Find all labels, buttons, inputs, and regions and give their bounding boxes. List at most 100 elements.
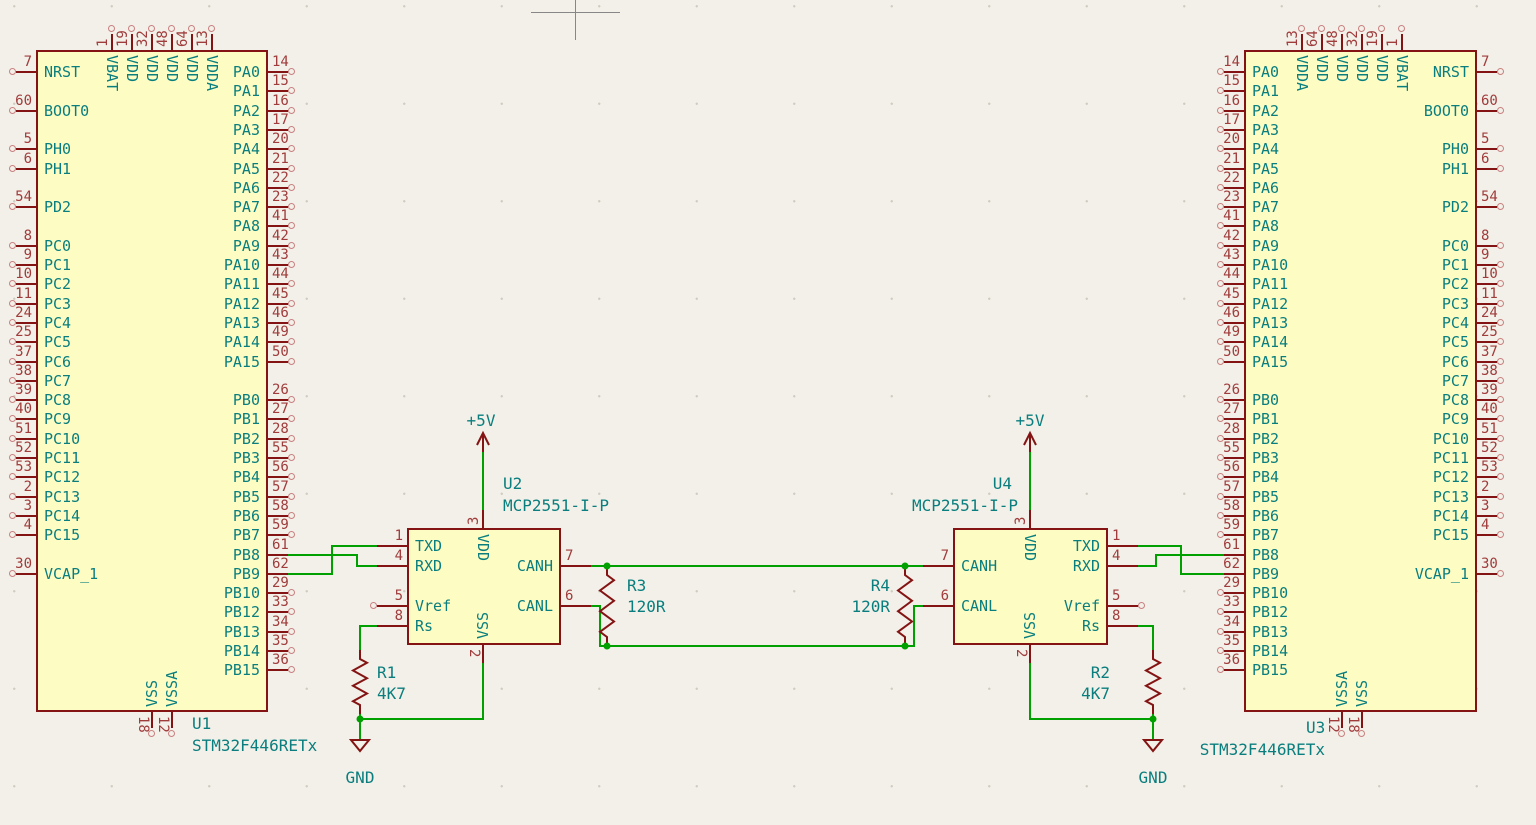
pin-VSS[interactable]: [1029, 645, 1031, 663]
pin-PB8[interactable]: [1224, 554, 1244, 556]
pin-PA12[interactable]: [268, 303, 288, 305]
pin-PA8[interactable]: [1224, 225, 1244, 227]
pin-PD2[interactable]: [1477, 206, 1497, 208]
r2-reference[interactable]: R2: [1090, 663, 1110, 682]
pin-PC11[interactable]: [16, 457, 36, 459]
pin-PC3[interactable]: [1477, 303, 1497, 305]
pin-PA15[interactable]: [268, 361, 288, 363]
pin-PB5[interactable]: [268, 496, 288, 498]
pin-PD2[interactable]: [16, 206, 36, 208]
pin-PC5[interactable]: [16, 341, 36, 343]
pin-PA3[interactable]: [1224, 129, 1244, 131]
u4-value[interactable]: MCP2551-I-P: [912, 496, 1018, 515]
u2-reference[interactable]: U2: [503, 474, 523, 493]
pin-PA13[interactable]: [1224, 322, 1244, 324]
u2-value[interactable]: MCP2551-I-P: [503, 496, 609, 515]
wire-u2-rs-to-r1[interactable]: [359, 625, 377, 650]
resistor-r1[interactable]: [350, 650, 370, 714]
wire-u4-rs-to-r2[interactable]: [1138, 625, 1154, 650]
pin-PB6[interactable]: [268, 515, 288, 517]
pin-PA10[interactable]: [1224, 264, 1244, 266]
pin-VDD[interactable]: [151, 34, 153, 50]
wire-canl-bus[interactable]: [591, 605, 923, 647]
ic-body[interactable]: [407, 528, 561, 645]
pin-VDD[interactable]: [1361, 34, 1363, 50]
pin-PC15[interactable]: [16, 534, 36, 536]
pin-PA1[interactable]: [1224, 90, 1244, 92]
pin-PB10[interactable]: [268, 592, 288, 594]
ic-body[interactable]: [953, 528, 1108, 645]
resistor-r2[interactable]: [1143, 650, 1163, 714]
pin-PA5[interactable]: [268, 168, 288, 170]
pin-VSSA[interactable]: [171, 712, 173, 728]
pin-VCAP_1[interactable]: [16, 573, 36, 575]
pin-PC1[interactable]: [1477, 264, 1497, 266]
pin-CANH[interactable]: [923, 565, 953, 567]
pin-PB14[interactable]: [268, 650, 288, 652]
pin-VDD[interactable]: [1321, 34, 1323, 50]
pin-Vref[interactable]: [1108, 605, 1138, 607]
pin-PA3[interactable]: [268, 129, 288, 131]
r1-reference[interactable]: R1: [377, 663, 397, 682]
r3-value[interactable]: 120R: [627, 597, 666, 616]
r4-reference[interactable]: R4: [870, 576, 890, 595]
pin-VDD[interactable]: [1381, 34, 1383, 50]
pin-PB3[interactable]: [1224, 457, 1244, 459]
r2-value[interactable]: 4K7: [1081, 684, 1110, 703]
pin-PC2[interactable]: [1477, 283, 1497, 285]
pin-VBAT[interactable]: [111, 34, 113, 50]
wire-pb8-to-u4-rxd[interactable]: [1138, 554, 1224, 567]
wire-pb8-to-u2-rxd[interactable]: [288, 554, 377, 567]
pin-PA13[interactable]: [268, 322, 288, 324]
pin-VDD[interactable]: [1029, 510, 1031, 528]
pin-PC4[interactable]: [16, 322, 36, 324]
pin-PC2[interactable]: [16, 283, 36, 285]
pin-PA10[interactable]: [268, 264, 288, 266]
pin-PA5[interactable]: [1224, 168, 1244, 170]
pin-PC13[interactable]: [1477, 496, 1497, 498]
u1-reference[interactable]: U1: [192, 714, 212, 733]
pin-PA1[interactable]: [268, 90, 288, 92]
pin-VDDA[interactable]: [211, 34, 213, 50]
pin-PC8[interactable]: [16, 399, 36, 401]
wire-u2-vss-to-gnd[interactable]: [360, 662, 484, 720]
pin-VSS[interactable]: [482, 645, 484, 663]
pin-PC0[interactable]: [1477, 245, 1497, 247]
pin-PC6[interactable]: [1477, 361, 1497, 363]
pin-VSS[interactable]: [1361, 712, 1363, 728]
pin-VSSA[interactable]: [1341, 712, 1343, 728]
power-flag-gnd-right[interactable]: GND: [1138, 768, 1168, 787]
pin-RXD[interactable]: [377, 565, 407, 567]
pin-PB5[interactable]: [1224, 496, 1244, 498]
pin-PC9[interactable]: [16, 418, 36, 420]
u3-value[interactable]: STM32F446RETx: [1199, 740, 1325, 759]
pin-PC7[interactable]: [16, 380, 36, 382]
pin-PC1[interactable]: [16, 264, 36, 266]
pin-TXD[interactable]: [1108, 545, 1138, 547]
pin-VDD[interactable]: [131, 34, 133, 50]
pin-CANL[interactable]: [561, 605, 591, 607]
pin-PB9[interactable]: [1224, 573, 1244, 575]
pin-PC0[interactable]: [16, 245, 36, 247]
pin-PB0[interactable]: [1224, 399, 1244, 401]
pin-PH0[interactable]: [16, 148, 36, 150]
pin-VDDA[interactable]: [1301, 34, 1303, 50]
pin-PB4[interactable]: [268, 476, 288, 478]
resistor-r3[interactable]: [598, 566, 616, 646]
pin-PA14[interactable]: [1224, 341, 1244, 343]
pin-PA4[interactable]: [1224, 148, 1244, 150]
pin-PA9[interactable]: [268, 245, 288, 247]
pin-Rs[interactable]: [377, 625, 407, 627]
power-5v-symbol-right[interactable]: [1023, 430, 1037, 452]
pin-PC10[interactable]: [16, 438, 36, 440]
pin-PC15[interactable]: [1477, 534, 1497, 536]
pin-PB2[interactable]: [268, 438, 288, 440]
pin-PC12[interactable]: [1477, 476, 1497, 478]
pin-VCAP_1[interactable]: [1477, 573, 1497, 575]
pin-PB1[interactable]: [1224, 418, 1244, 420]
pin-PB3[interactable]: [268, 457, 288, 459]
pin-PA11[interactable]: [268, 283, 288, 285]
pin-PA11[interactable]: [1224, 283, 1244, 285]
pin-PA12[interactable]: [1224, 303, 1244, 305]
wire-u4-vss-to-gnd[interactable]: [1029, 662, 1153, 720]
